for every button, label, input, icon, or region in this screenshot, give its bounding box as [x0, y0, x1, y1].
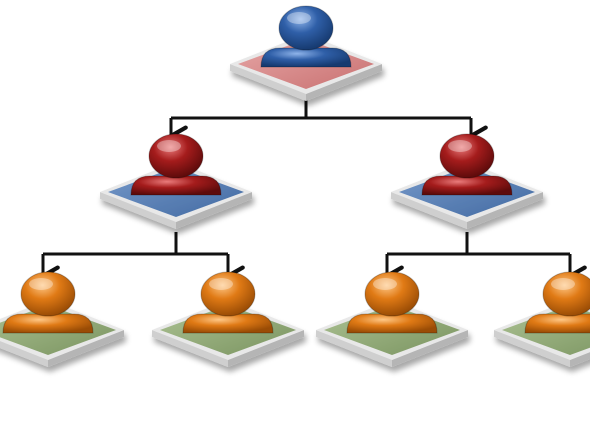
org-node — [100, 133, 252, 229]
person-icon — [130, 133, 222, 196]
node-layer — [0, 5, 590, 367]
org-node — [0, 271, 124, 367]
person-icon — [346, 271, 438, 334]
person-icon — [2, 271, 94, 334]
org-node — [316, 271, 468, 367]
person-icon — [524, 271, 590, 334]
org-node — [494, 271, 590, 367]
org-node — [152, 271, 304, 367]
person-icon — [421, 133, 513, 196]
person-icon — [260, 5, 352, 68]
org-node — [391, 133, 543, 229]
org-node — [230, 5, 382, 101]
person-icon — [182, 271, 274, 334]
connector-lines — [40, 96, 587, 287]
